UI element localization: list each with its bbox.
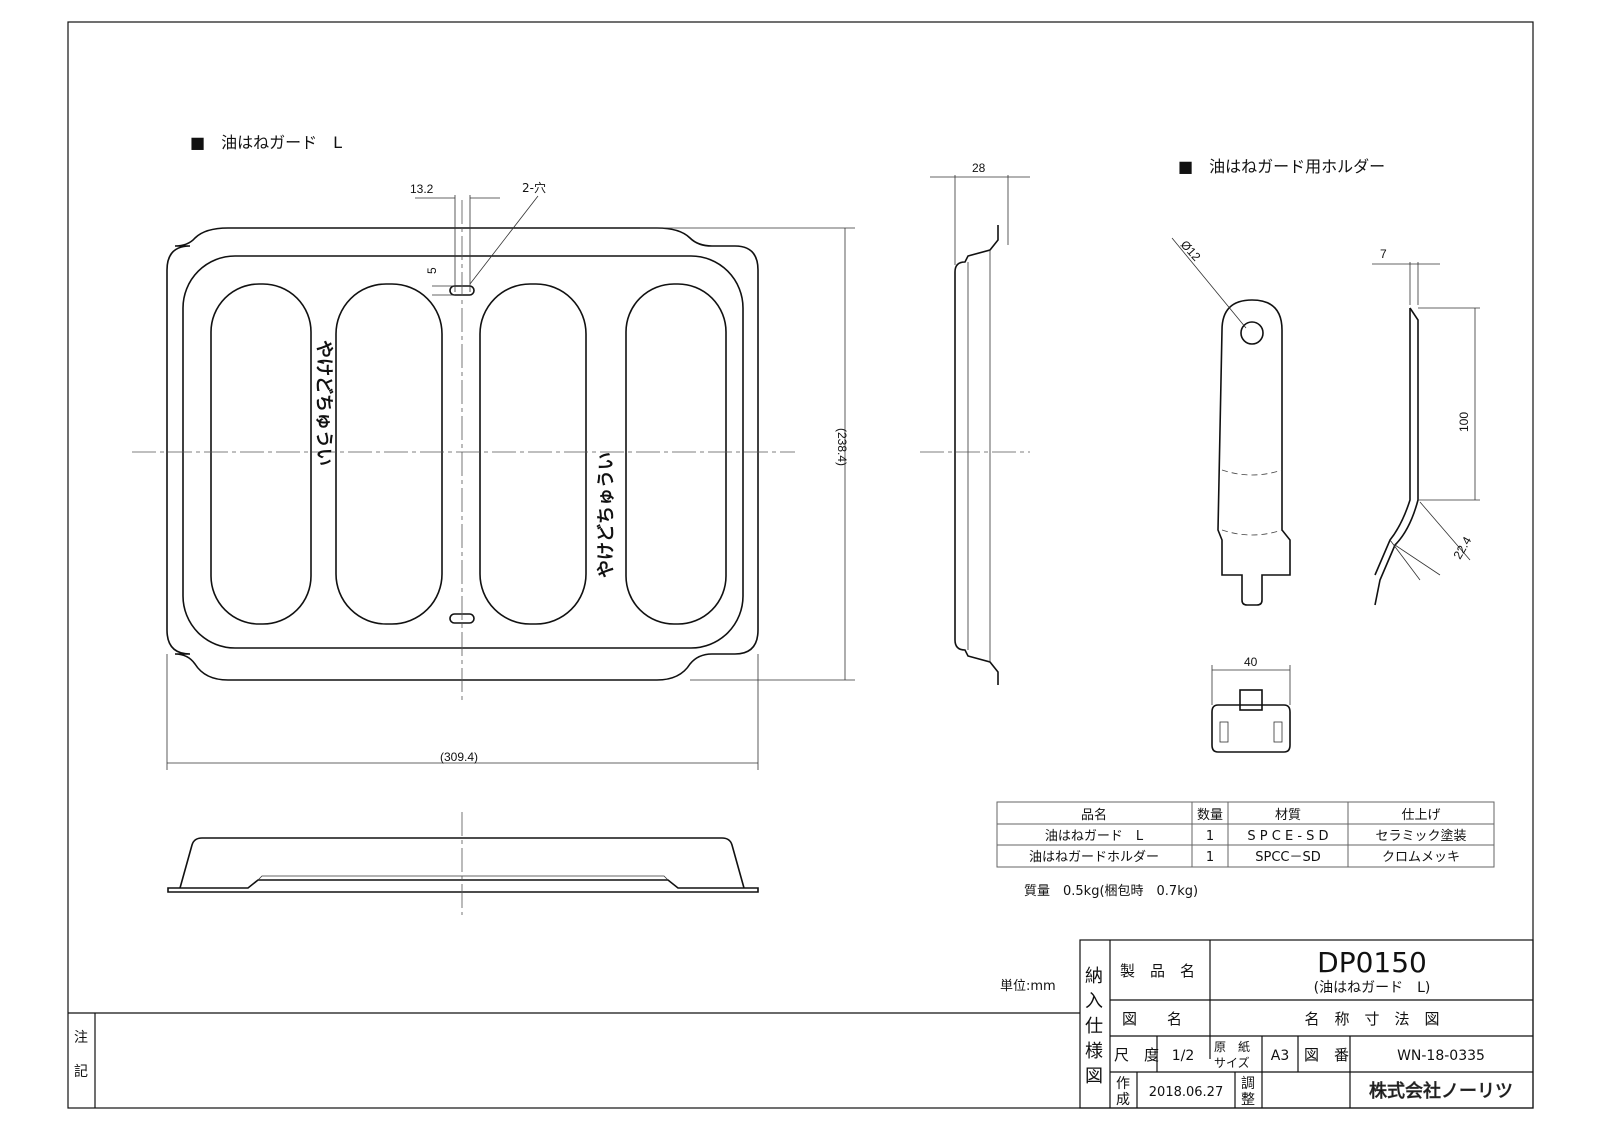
notes-label-1: 注 bbox=[74, 1030, 88, 1046]
created-label-2: 成 bbox=[1116, 1092, 1130, 1108]
product-name: (油はねガード L) bbox=[1314, 980, 1431, 996]
dim-depth: 28 bbox=[972, 161, 986, 175]
adjusted-label-1: 調 bbox=[1241, 1076, 1255, 1092]
title-block: 納 入 仕 様 図 製 品 名 DP0150 (油はねガード L) 図 名 名 … bbox=[1079, 939, 1534, 1109]
drawing-no-label: 図 番 bbox=[1304, 1046, 1349, 1064]
created-label-1: 作 bbox=[1116, 1076, 1130, 1092]
row1-finish: セラミック塗装 bbox=[1375, 828, 1466, 844]
row1-material: S P C E - S D bbox=[1247, 829, 1328, 844]
dim-holes: 2-穴 bbox=[522, 180, 546, 195]
row2-qty: 1 bbox=[1206, 850, 1214, 865]
product-name-label: 製 品 名 bbox=[1120, 962, 1195, 980]
header-name: 品名 bbox=[1081, 807, 1107, 823]
dim-length: 100 bbox=[1457, 412, 1471, 432]
dim-hole-pitch: 13.2 bbox=[410, 182, 434, 196]
unit-label: 単位:mm bbox=[1000, 978, 1056, 994]
row1-name: 油はねガード L bbox=[1045, 829, 1144, 844]
dim-width: (309.4) bbox=[440, 750, 478, 764]
warning-text-right: やけどちゅうい bbox=[596, 452, 617, 578]
scale-label: 尺 度 bbox=[1114, 1046, 1159, 1064]
holder-top-view: 40 bbox=[1211, 655, 1291, 753]
warning-text-left: やけどちゅうい bbox=[313, 340, 334, 466]
guard-front-view bbox=[167, 812, 759, 915]
row2-finish: クロムメッキ bbox=[1382, 850, 1460, 865]
drawing-no: WN-18-0335 bbox=[1397, 1048, 1485, 1064]
product-code: DP0150 bbox=[1317, 946, 1427, 979]
drawing-name-label: 図 名 bbox=[1122, 1010, 1182, 1028]
dim-bend: 22.4 bbox=[1450, 534, 1474, 562]
header-qty: 数量 bbox=[1197, 808, 1223, 823]
header-finish: 仕上げ bbox=[1401, 808, 1440, 823]
row2-material: SPCC－SD bbox=[1255, 850, 1321, 865]
created-date: 2018.06.27 bbox=[1149, 1085, 1223, 1100]
side-label-4: 様 bbox=[1085, 1041, 1103, 1062]
guard-side-view: 28 bbox=[920, 161, 1030, 685]
dim-hole-dia: Ø12 bbox=[1178, 238, 1204, 264]
dim-hole-offset: 5 bbox=[425, 267, 439, 274]
guard-top-view: 13.2 2-穴 5 やけどちゅうい やけどちゅうい (238.4) (309.… bbox=[132, 180, 855, 770]
parts-table: 品名 数量 材質 仕上げ 油はねガード L 1 S P C E - S D セラ… bbox=[996, 801, 1495, 868]
dim-offset: 7 bbox=[1380, 247, 1387, 261]
side-label-1: 納 bbox=[1085, 966, 1103, 987]
row2-name: 油はねガードホルダー bbox=[1029, 850, 1159, 865]
holder-side-view: 7 100 22.4 bbox=[1372, 247, 1480, 606]
guard-section-title: ■ 油はねガード L bbox=[190, 133, 342, 152]
dim-height: (238.4) bbox=[835, 428, 849, 466]
holder-front-view: Ø12 bbox=[1171, 238, 1291, 606]
side-label-2: 入 bbox=[1085, 991, 1103, 1012]
paper-label-2: サイズ bbox=[1214, 1055, 1250, 1070]
paper-label-1: 原 紙 bbox=[1214, 1039, 1250, 1054]
adjusted-label-2: 整 bbox=[1241, 1092, 1255, 1108]
mass-note: 質量 0.5kg(梱包時 0.7kg) bbox=[1024, 884, 1198, 899]
paper-size: A3 bbox=[1271, 1048, 1289, 1064]
dim-holder-width: 40 bbox=[1244, 655, 1258, 669]
header-material: 材質 bbox=[1275, 808, 1301, 823]
drawing-name: 名 称 寸 法 図 bbox=[1304, 1010, 1439, 1028]
side-label-3: 仕 bbox=[1085, 1016, 1103, 1037]
drawing-border bbox=[67, 21, 1534, 1109]
row1-qty: 1 bbox=[1206, 829, 1214, 844]
company-logo: 株式会社ノーリツ bbox=[1369, 1081, 1513, 1102]
side-label-5: 図 bbox=[1085, 1066, 1103, 1087]
holder-section-title: ■ 油はねガード用ホルダー bbox=[1178, 157, 1385, 176]
notes-label-2: 記 bbox=[74, 1063, 88, 1080]
scale-value: 1/2 bbox=[1172, 1048, 1195, 1064]
